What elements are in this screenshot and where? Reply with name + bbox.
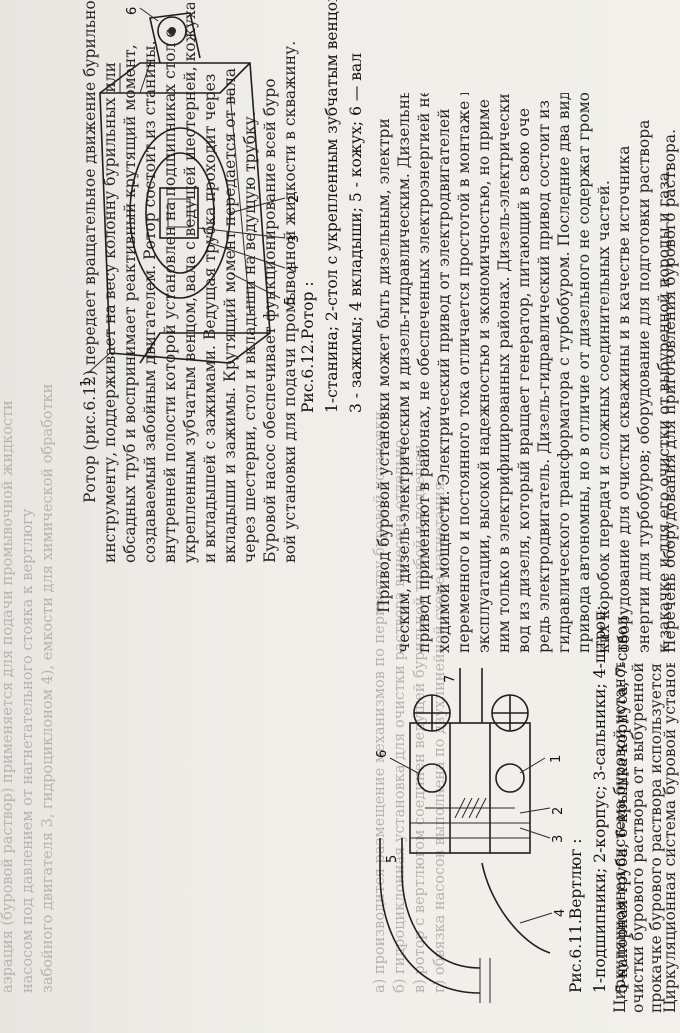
text-line: эксплуатации, высокой надежностью и экон… xyxy=(476,99,493,653)
swivel-label-7: 7 xyxy=(443,675,458,683)
swivel-label-4: 4 xyxy=(553,909,565,917)
bleed-through-line: забойного двигателя 3, гидроциклоном 4),… xyxy=(40,383,56,993)
swivel-label-2: 2 xyxy=(551,807,565,815)
text-line: ходимой мощности. Электрический привод о… xyxy=(436,108,453,654)
rotor-label-3: 3 xyxy=(287,235,300,243)
rotor-caption-line: 3 - зажимы; 4 вкладыши; 5 - кожух; 6 — в… xyxy=(347,52,365,413)
rotor-drawing: 1 2 3 4 5 6 xyxy=(80,7,300,387)
swivel-caption-line: 5-напорная труба; 6-крышка корпуса; 7-ст… xyxy=(613,616,631,993)
rotor-label-6: 6 xyxy=(125,7,140,15)
text-line: оборудование для очистки скважины и в ка… xyxy=(616,145,633,653)
text-line: привод применяют в районах, не обеспечен… xyxy=(416,93,433,653)
swivel-label-5: 5 xyxy=(385,855,400,863)
text-line: гидравлического трансформатора с турбобу… xyxy=(556,93,573,653)
rotor-label-4: 4 xyxy=(287,265,300,273)
swivel-drawing: 1 2 3 4 5 6 7 xyxy=(375,668,565,1003)
text-line: очистки бурового раствора от выбуренной … xyxy=(630,663,647,1013)
text-line: Циркуляционная система буровой установки… xyxy=(662,663,679,1013)
swivel-label-3: 3 xyxy=(551,835,565,843)
rotor-caption-title: Рис.6.12.Ротор : xyxy=(299,281,317,413)
rotor-label-5: 5 xyxy=(283,297,298,305)
swivel-caption-line: 1-подшипники; 2-корпус; 3-сальники; 4-шт… xyxy=(591,605,609,993)
text-line: ких коробок передач и сложных соединител… xyxy=(596,180,613,653)
text-line: переменного и постоянного тока отличаетс… xyxy=(456,93,473,653)
rotor-label-2: 2 xyxy=(287,195,300,203)
text-line: Привод буровой установки может быть дизе… xyxy=(376,118,393,613)
swivel-label-6: 6 xyxy=(375,750,390,758)
swivel-label-1: 1 xyxy=(549,755,564,763)
text-line: энергии для турбобуров; оборудование для… xyxy=(636,119,653,653)
text-line: ческим, дизель-электрическим и дизель-ги… xyxy=(396,93,413,653)
bleed-through-line: аэрация (буровой раствор) применяется дл… xyxy=(0,400,16,993)
rotor-label-1: 1 xyxy=(80,379,94,387)
text-line: Перечень оборудования для приготовления … xyxy=(662,128,679,653)
rotor-caption-line: 1-станина; 2-стол с укрепленным зубчатым… xyxy=(323,0,341,413)
text-line: вод из дизеля, который вращает генератор… xyxy=(516,107,533,653)
swivel-caption-title: Рис.6.11.Вертлюг : xyxy=(567,838,585,993)
text-line: привода автономны, но в отличие от дизел… xyxy=(576,93,593,653)
text-line: редь электродвигатель. Дизель-гидравличе… xyxy=(536,100,553,653)
text-line: ним только в электрифицированных районах… xyxy=(496,93,513,653)
bleed-through-line: насосом под давлением от нагнетательного… xyxy=(20,508,36,993)
